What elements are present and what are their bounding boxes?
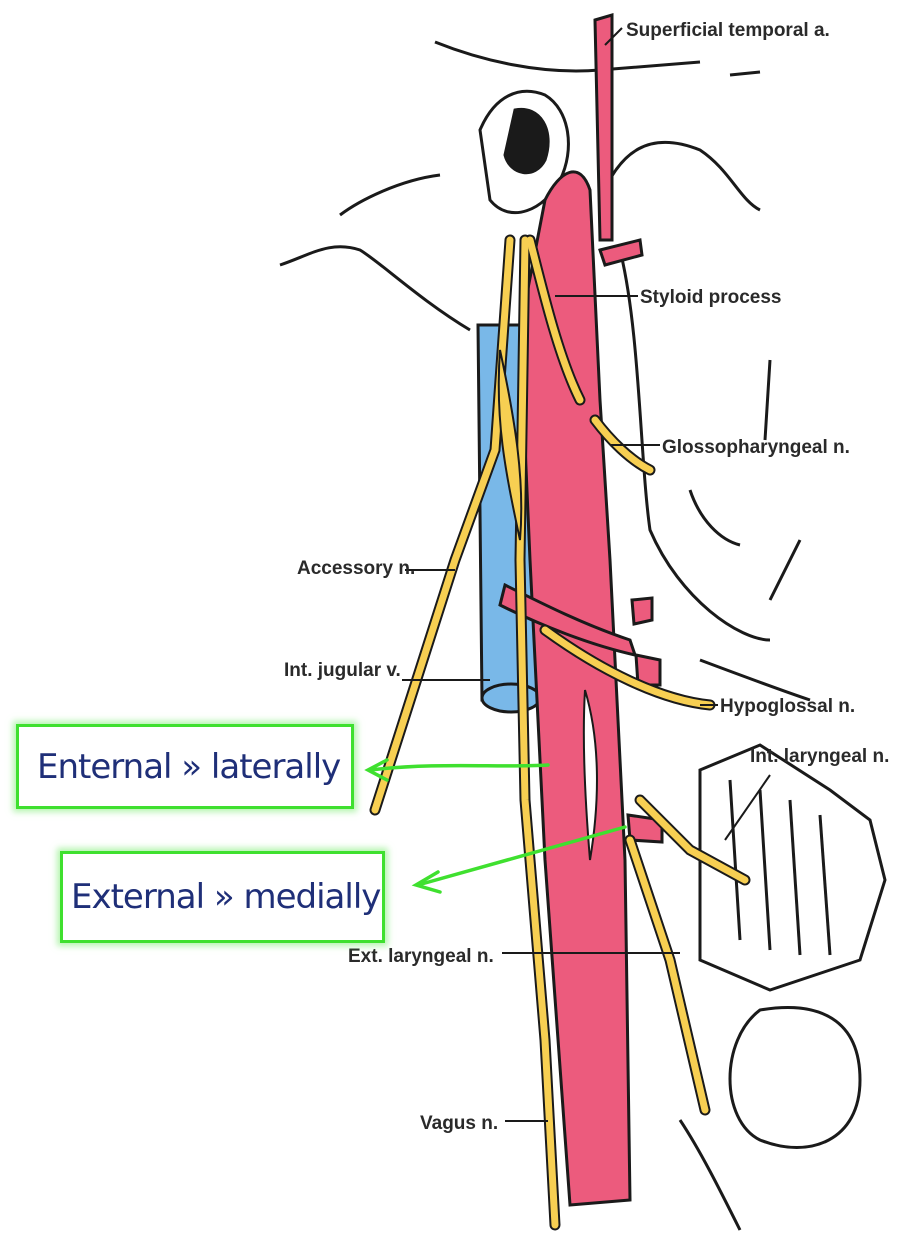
callout-external-medially: External » medially (60, 851, 385, 943)
label-superficial-temporal-artery: Superficial temporal a. (626, 20, 830, 41)
label-external-laryngeal-nerve: Ext. laryngeal n. (348, 946, 494, 967)
label-hypoglossal-nerve: Hypoglossal n. (720, 696, 855, 717)
label-vagus-nerve: Vagus n. (420, 1113, 498, 1134)
callout-internal-text: Enternal » laterally (37, 747, 340, 787)
callout-external-text: External » medially (71, 877, 380, 917)
label-glossopharyngeal-nerve: Glossopharyngeal n. (662, 437, 850, 458)
label-internal-laryngeal-nerve: Int. laryngeal n. (750, 746, 889, 767)
label-internal-jugular-vein: Int. jugular v. (284, 660, 401, 681)
label-accessory-nerve: Accessory n. (297, 558, 415, 579)
callout-internal-laterally: Enternal » laterally (16, 724, 354, 809)
label-styloid-process: Styloid process (640, 287, 782, 308)
